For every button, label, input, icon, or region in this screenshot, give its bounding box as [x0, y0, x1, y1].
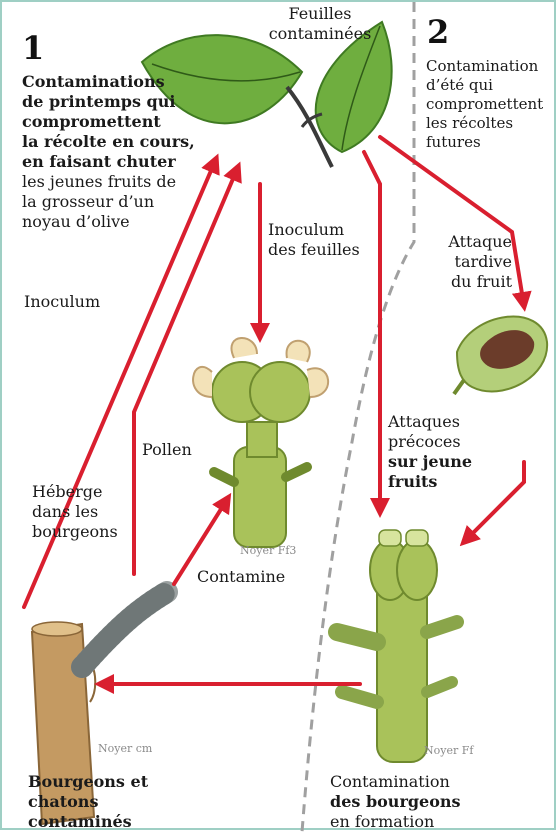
label-line: précoces — [388, 432, 472, 452]
section-2-number: 2 — [427, 16, 449, 48]
label-inoculum: Inoculum — [24, 292, 100, 312]
arrow-leaves-to-bud — [364, 152, 380, 512]
label-contamination-bourgeons: Contamination des bourgeons en formation — [330, 772, 461, 832]
section-1-bold-line: Contaminations — [22, 72, 222, 92]
label-attaque-tardive: Attaque tardive du fruit — [422, 232, 512, 292]
label-line: dans les — [32, 502, 118, 522]
label-line: Bourgeons et — [28, 772, 148, 792]
label-line: du fruit — [422, 272, 512, 292]
label-line: bourgeons — [32, 522, 118, 542]
infected-fruit — [454, 317, 547, 394]
label-line: en formation — [330, 812, 461, 832]
label-line: Inoculum — [268, 220, 360, 240]
section-1-text: Contaminations de printemps qui comprome… — [22, 72, 222, 232]
section-1-bold-line: de printemps qui — [22, 92, 222, 112]
section-1-line: les jeunes fruits de — [22, 172, 222, 192]
label-line: sur jeune — [388, 452, 472, 472]
label-line: Héberge — [32, 482, 118, 502]
arrow-fruit-to-bud — [464, 462, 524, 542]
label-contamine: Contamine — [197, 567, 285, 587]
label-line: chatons — [28, 792, 148, 812]
label-line: fruits — [388, 472, 472, 492]
section-1-line: noyau d’olive — [22, 212, 222, 232]
label-line: des bourgeons — [330, 792, 461, 812]
section-1-bold-line: la récolte en cours, — [22, 132, 222, 152]
female-flower — [193, 338, 328, 547]
label-attaques-precoces: Attaques précoces sur jeune fruits — [388, 412, 472, 492]
section-1-line: la grosseur d’un — [22, 192, 222, 212]
label-bourgeons-chatons: Bourgeons et chatons contaminés — [28, 772, 148, 832]
shoot-bud — [337, 530, 457, 762]
section-1-bold-line: en faisant chuter — [22, 152, 222, 172]
section-2-text: Contamination d’été qui compromettent le… — [426, 57, 554, 152]
section-2-line: Contamination — [426, 57, 554, 76]
label-line: Contamination — [330, 772, 461, 792]
section-2-line: compromettent — [426, 95, 554, 114]
caption-noyer-ff3: Noyer Ff3 — [240, 544, 296, 557]
section-2-line: futures — [426, 133, 554, 152]
label-line: Attaque — [422, 232, 512, 252]
label-line: contaminés — [28, 812, 148, 832]
caption-noyer-ff: Noyer Ff — [424, 744, 473, 757]
label-line: contaminées — [260, 24, 380, 44]
section-1-number: 1 — [22, 32, 44, 64]
label-line: des feuilles — [268, 240, 360, 260]
label-inoculum-des-feuilles: Inoculum des feuilles — [268, 220, 360, 260]
label-heberge: Héberge dans les bourgeons — [32, 482, 118, 542]
section-1-bold-line: compromettent — [22, 112, 222, 132]
section-2-line: les récoltes — [426, 114, 554, 133]
section-2-line: d’été qui — [426, 76, 554, 95]
caption-noyer-cm: Noyer cm — [98, 742, 152, 755]
label-line: Attaques — [388, 412, 472, 432]
label-pollen: Pollen — [142, 440, 192, 460]
label-feuilles-contaminees: Feuilles contaminées — [260, 4, 380, 44]
label-line: tardive — [422, 252, 512, 272]
label-line: Feuilles — [260, 4, 380, 24]
